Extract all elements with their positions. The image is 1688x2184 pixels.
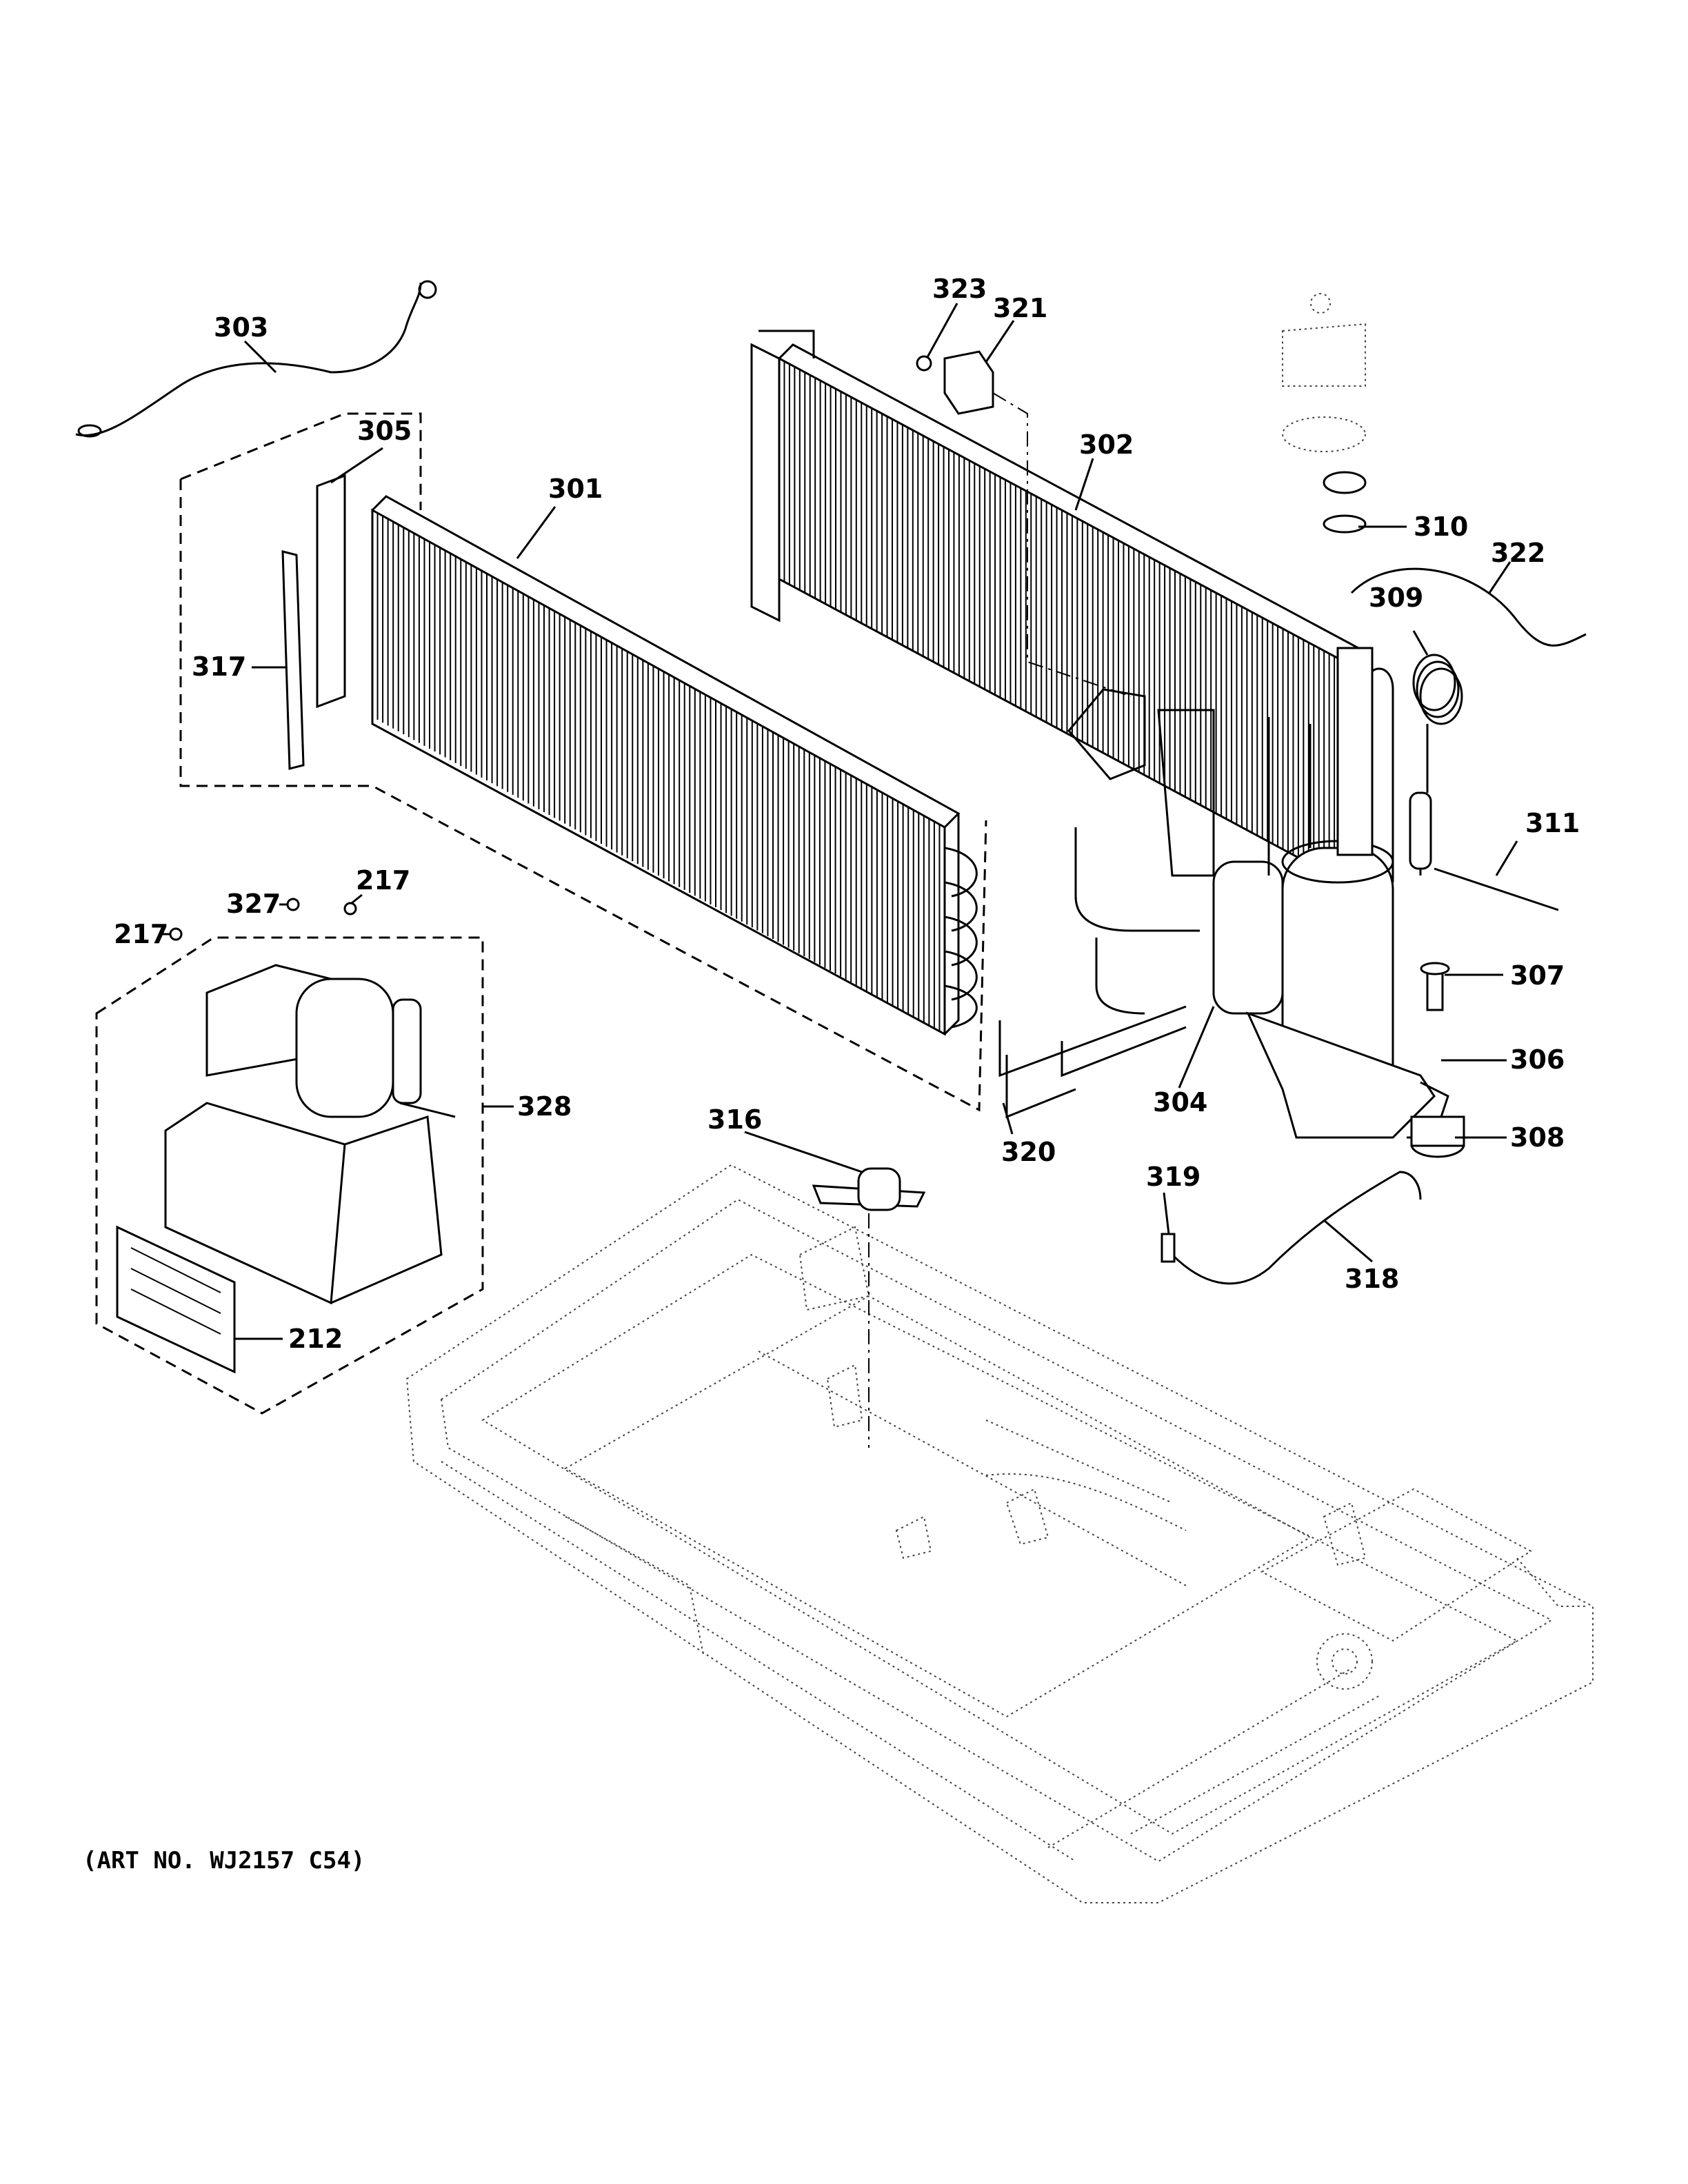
filter-drier-311	[1409, 791, 1432, 870]
wire-303-drawing	[75, 282, 422, 436]
label-212: 212	[288, 1324, 343, 1354]
label-319: 319	[1146, 1162, 1200, 1192]
coil-301-drawing	[371, 495, 978, 1036]
label-309: 309	[1369, 583, 1423, 613]
label-304: 304	[1153, 1087, 1207, 1118]
part-labels: 303 305 301 317 323 321 302 310 322 309 …	[114, 274, 1580, 1354]
art-number: (ART NO. WJ2157 C54)	[83, 1847, 365, 1874]
tube-320-drawing	[1005, 1055, 1076, 1119]
wire-318-drawing	[1171, 1171, 1422, 1285]
wire-terminal-303	[418, 280, 437, 299]
wire-322-drawing	[1350, 567, 1587, 647]
label-306: 306	[1510, 1044, 1565, 1075]
leader-lines	[162, 303, 1518, 1340]
label-322: 322	[1491, 538, 1545, 568]
bolt-307-drawing	[1420, 962, 1450, 1011]
compressor-assembly-drawing	[998, 647, 1436, 1139]
thermostat-316-drawing	[812, 1167, 926, 1448]
grille-212-drawing	[116, 1225, 236, 1374]
label-217-right: 217	[356, 865, 410, 896]
clip-319-drawing	[1160, 1233, 1176, 1263]
component-321-drawing	[943, 350, 994, 415]
bracket-317-drawing	[281, 550, 305, 770]
label-307: 307	[1510, 960, 1565, 991]
group-box-301	[179, 412, 987, 1112]
screw-217-left	[169, 927, 183, 941]
label-305: 305	[357, 416, 412, 446]
label-328: 328	[517, 1091, 572, 1122]
label-217-left: 217	[114, 919, 168, 949]
label-308: 308	[1510, 1122, 1565, 1153]
overload-stack-310-drawing	[1282, 293, 1367, 534]
screw-327	[286, 898, 300, 911]
screw-217-right	[343, 902, 357, 916]
label-301: 301	[548, 474, 603, 504]
group-box-328	[95, 936, 484, 1415]
label-303: 303	[214, 312, 268, 343]
grommet-308-drawing	[1410, 1115, 1465, 1158]
label-320: 320	[1001, 1137, 1056, 1167]
label-317: 317	[192, 651, 246, 682]
condenser-coil-302-drawing	[750, 330, 1360, 884]
label-310: 310	[1414, 512, 1468, 542]
label-321: 321	[993, 293, 1047, 323]
wire-ring-303	[77, 424, 102, 438]
label-318: 318	[1345, 1264, 1399, 1294]
assembly-328-drawing	[164, 964, 456, 1305]
label-302: 302	[1079, 429, 1134, 460]
capillary-309-drawing	[1412, 654, 1463, 793]
label-327: 327	[226, 889, 281, 919]
foam-strip-305-drawing	[316, 474, 346, 709]
label-316: 316	[707, 1104, 762, 1135]
label-311: 311	[1525, 808, 1580, 838]
label-323: 323	[932, 274, 987, 304]
base-pan-drawing	[405, 1164, 1594, 1903]
screw-323-drawing	[916, 355, 932, 372]
